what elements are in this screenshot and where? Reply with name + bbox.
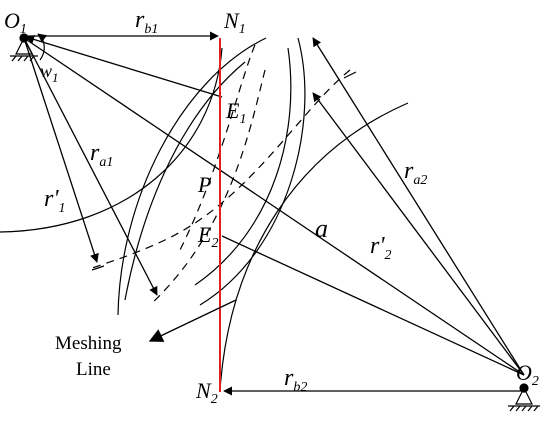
pitch-circle-1: [91, 69, 351, 269]
gear2-circles: [117, 37, 409, 391]
gear1-circles: [0, 37, 306, 306]
rp1-line: [23, 37, 99, 263]
label-n2: N2: [195, 378, 218, 407]
o1-e1-line: [25, 35, 223, 98]
label-rb1: rb1: [135, 7, 158, 37]
labels: O1 rb1 N1 w1 E1 ra1 P r'1 E2 ra2 a r'2 M…: [4, 7, 539, 407]
label-a: a: [315, 214, 328, 243]
radii: [23, 31, 525, 396]
label-meshing-line-1: Meshing: [55, 333, 122, 354]
label-o1: O1: [4, 8, 27, 37]
pitch-circle-2b: [179, 44, 256, 251]
label-meshing-line-2: Line: [76, 359, 111, 380]
center-distance-line: [23, 37, 525, 376]
label-rp2: r'2: [370, 233, 391, 263]
label-w1: w1: [40, 61, 59, 85]
label-rp1: r'1: [44, 186, 65, 216]
ra1-line: [23, 37, 158, 296]
rp2-line: [312, 92, 525, 376]
addendum-circle-1: [199, 37, 306, 306]
label-rb2: rb2: [284, 365, 307, 395]
label-n1: N1: [223, 8, 246, 37]
o2-e2-line: [221, 235, 525, 376]
tick-marks: [91, 71, 357, 271]
addendum-circle-1-inner: [194, 47, 292, 286]
meshing-line-pointer: [148, 299, 237, 342]
support-o1: [10, 33, 38, 62]
ra2-line: [312, 37, 525, 376]
label-p: P: [197, 172, 211, 197]
pitch-circle-2: [149, 69, 266, 306]
support-o2: [508, 383, 540, 412]
label-e1: E1: [225, 98, 246, 127]
pitch-circles: [91, 44, 351, 306]
base-circle-1: [0, 47, 223, 233]
rotation-arc-w1: [37, 33, 48, 61]
label-ra1: ra1: [90, 140, 113, 170]
label-o2: O2: [516, 360, 539, 389]
addendum-circle-2: [117, 37, 267, 316]
label-e2: E2: [197, 222, 218, 251]
label-ra2: ra2: [404, 158, 427, 188]
